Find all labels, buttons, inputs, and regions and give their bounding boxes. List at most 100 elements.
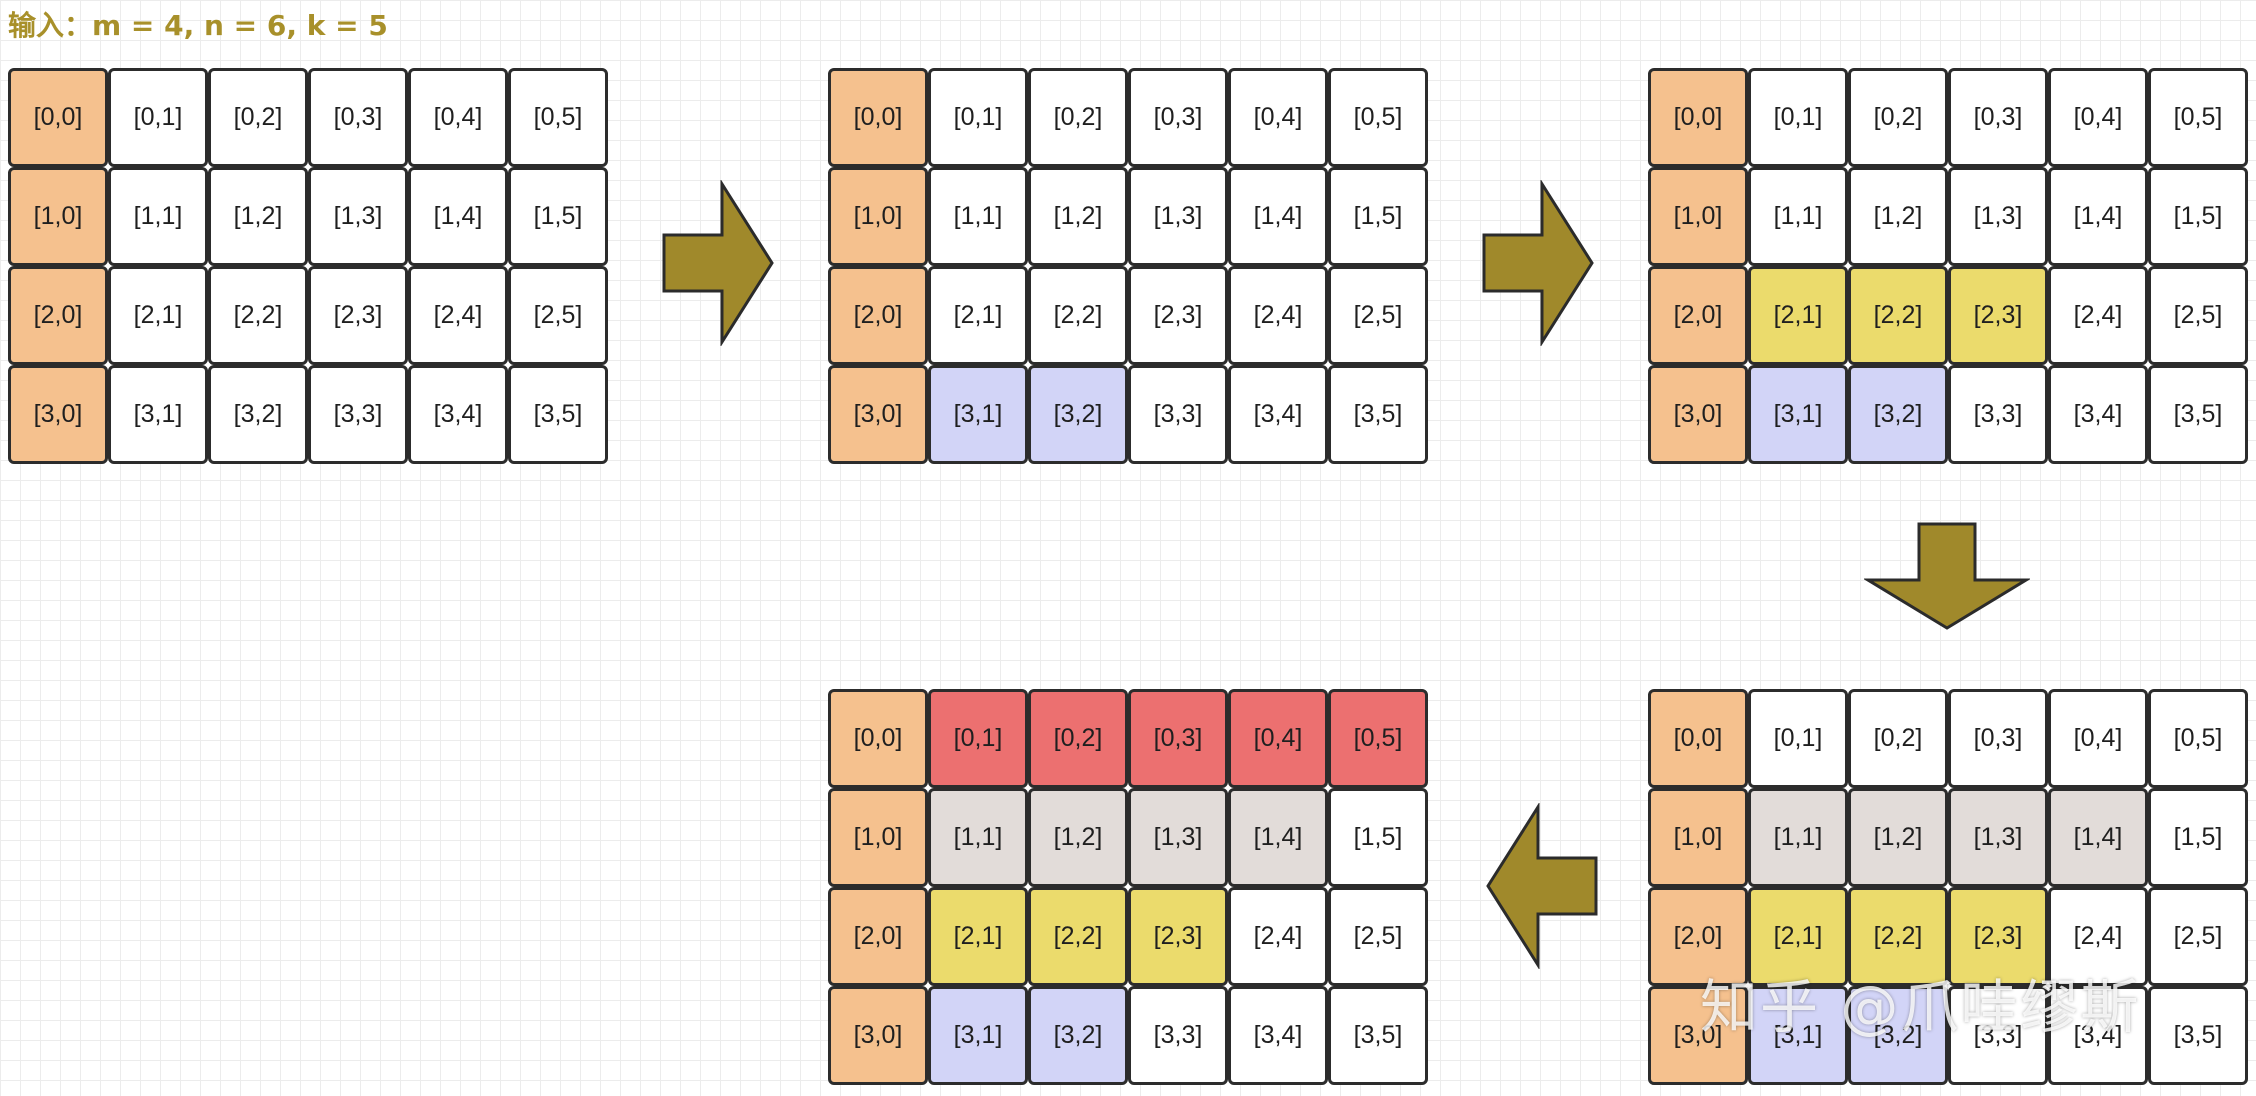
grid-cell: [1,0] [8, 167, 108, 266]
grid-cell: [3,2] [208, 365, 308, 464]
grid-cell: [2,2] [1028, 266, 1128, 365]
grid-cell: [2,5] [2148, 266, 2248, 365]
grid-cell: [1,3] [1128, 167, 1228, 266]
grid-cell: [1,0] [828, 167, 928, 266]
grid-cell: [1,2] [1028, 167, 1128, 266]
grid-cell: [2,3] [1128, 887, 1228, 986]
grid-cell: [1,5] [2148, 167, 2248, 266]
grid-step-5: [0,0][0,1][0,2][0,3][0,4][0,5][1,0][1,1]… [828, 689, 1428, 1085]
grid-cell: [0,1] [108, 68, 208, 167]
grid-cell: [0,0] [828, 689, 928, 788]
grid-step-2: [0,0][0,1][0,2][0,3][0,4][0,5][1,0][1,1]… [828, 68, 1428, 464]
grid-cell: [0,5] [2148, 68, 2248, 167]
grid-cell: [3,0] [1648, 365, 1748, 464]
grid-cell: [2,5] [1328, 887, 1428, 986]
grid-cell: [1,1] [1748, 167, 1848, 266]
grid-cell: [0,3] [1128, 68, 1228, 167]
grid-cell: [3,5] [2148, 986, 2248, 1085]
grid-cell: [0,3] [308, 68, 408, 167]
arrow-left-icon [1486, 803, 1598, 969]
grid-cell: [2,0] [1648, 266, 1748, 365]
grid-cell: [3,4] [2048, 365, 2148, 464]
grid-cell: [3,1] [1748, 365, 1848, 464]
grid-cell: [3,3] [1948, 986, 2048, 1085]
grid-cell: [2,3] [1128, 266, 1228, 365]
grid-cell: [0,0] [8, 68, 108, 167]
grid-cell: [1,4] [1228, 788, 1328, 887]
grid-cell: [3,0] [828, 986, 928, 1085]
grid-cell: [2,2] [1028, 887, 1128, 986]
grid-cell: [2,1] [928, 266, 1028, 365]
grid-cell: [2,0] [8, 266, 108, 365]
grid-cell: [1,1] [928, 788, 1028, 887]
grid-cell: [1,0] [1648, 167, 1748, 266]
grid-cell: [1,5] [1328, 788, 1428, 887]
grid-cell: [2,0] [828, 887, 928, 986]
grid-cell: [2,3] [308, 266, 408, 365]
grid-cell: [1,5] [1328, 167, 1428, 266]
grid-cell: [2,4] [1228, 887, 1328, 986]
grid-cell: [0,1] [1748, 68, 1848, 167]
grid-cell: [1,2] [1848, 788, 1948, 887]
grid-cell: [0,3] [1948, 68, 2048, 167]
grid-cell: [0,4] [2048, 689, 2148, 788]
grid-cell: [0,2] [1848, 68, 1948, 167]
grid-cell: [0,3] [1128, 689, 1228, 788]
grid-cell: [2,5] [1328, 266, 1428, 365]
grid-cell: [3,0] [1648, 986, 1748, 1085]
grid-cell: [3,1] [928, 986, 1028, 1085]
grid-cell: [0,5] [1328, 689, 1428, 788]
grid-cell: [3,3] [1128, 365, 1228, 464]
grid-cell: [2,0] [1648, 887, 1748, 986]
grid-cell: [1,5] [2148, 788, 2248, 887]
grid-cell: [1,3] [1948, 167, 2048, 266]
grid-cell: [3,2] [1028, 986, 1128, 1085]
grid-cell: [3,2] [1848, 986, 1948, 1085]
grid-cell: [2,1] [108, 266, 208, 365]
grid-cell: [3,4] [1228, 986, 1328, 1085]
grid-cell: [2,4] [408, 266, 508, 365]
grid-cell: [3,4] [408, 365, 508, 464]
grid-cell: [0,1] [928, 689, 1028, 788]
grid-cell: [3,1] [1748, 986, 1848, 1085]
grid-cell: [2,5] [508, 266, 608, 365]
grid-cell: [0,0] [828, 68, 928, 167]
grid-cell: [3,0] [828, 365, 928, 464]
grid-cell: [2,2] [1848, 887, 1948, 986]
grid-cell: [3,1] [108, 365, 208, 464]
grid-cell: [1,2] [208, 167, 308, 266]
grid-cell: [1,0] [828, 788, 928, 887]
grid-cell: [1,3] [308, 167, 408, 266]
arrow-right-icon [662, 180, 774, 346]
grid-cell: [0,4] [408, 68, 508, 167]
grid-cell: [0,4] [1228, 689, 1328, 788]
grid-cell: [3,5] [2148, 365, 2248, 464]
grid-cell: [2,4] [1228, 266, 1328, 365]
grid-cell: [1,3] [1128, 788, 1228, 887]
grid-cell: [0,5] [508, 68, 608, 167]
grid-step-1: [0,0][0,1][0,2][0,3][0,4][0,5] [1,0][1,1]… [8, 68, 608, 464]
grid-cell: [0,1] [928, 68, 1028, 167]
grid-cell: [0,5] [2148, 689, 2248, 788]
grid-cell: [1,1] [108, 167, 208, 266]
grid-cell: [1,4] [2048, 167, 2148, 266]
grid-cell: [1,3] [1948, 788, 2048, 887]
grid-cell: [0,3] [1948, 689, 2048, 788]
arrow-right-icon [1482, 180, 1594, 346]
grid-cell: [1,4] [408, 167, 508, 266]
arrow-down-icon [1864, 522, 2030, 630]
grid-cell: [0,5] [1328, 68, 1428, 167]
grid-cell: [2,1] [928, 887, 1028, 986]
grid-cell: [3,5] [1328, 365, 1428, 464]
grid-cell: [2,5] [2148, 887, 2248, 986]
grid-cell: [3,3] [1948, 365, 2048, 464]
grid-cell: [1,2] [1848, 167, 1948, 266]
grid-cell: [3,3] [1128, 986, 1228, 1085]
grid-cell: [0,1] [1748, 689, 1848, 788]
grid-cell: [1,1] [928, 167, 1028, 266]
grid-cell: [1,0] [1648, 788, 1748, 887]
grid-cell: [0,2] [208, 68, 308, 167]
grid-cell: [3,3] [308, 365, 408, 464]
grid-cell: [2,1] [1748, 266, 1848, 365]
grid-cell: [2,2] [208, 266, 308, 365]
